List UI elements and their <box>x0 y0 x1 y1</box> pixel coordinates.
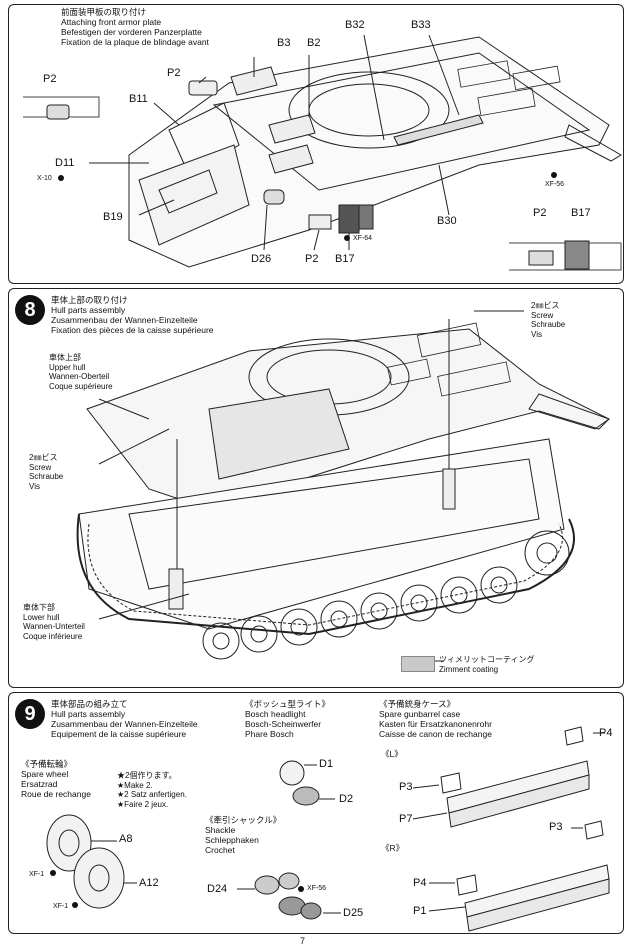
page-number: 7 <box>300 936 306 946</box>
zimmerit-swatch <box>401 656 435 672</box>
part-label-a12: A12 <box>139 877 159 889</box>
part-label-a8: A8 <box>119 833 133 845</box>
zimmerit-legend: ツィメリットコーティング Zimment coating <box>439 655 535 674</box>
lower-hull-callout: 車体下部 Lower hull Wannen-Unterteil Coque i… <box>23 603 85 641</box>
part-label-b17: B17 <box>335 253 355 265</box>
spare-wheel-heading: 《予備転輪》 Spare wheel Ersatzrad Roue de rec… <box>21 759 91 799</box>
part-label-b30: B30 <box>437 215 457 227</box>
left-side-label: 《L》 <box>381 749 403 759</box>
part-label-b3: B3 <box>277 37 291 49</box>
part-label-b2: B2 <box>307 37 321 49</box>
part-label-b17: B17 <box>571 207 591 219</box>
part-label-p2: P2 <box>167 67 181 79</box>
part-label-p2: P2 <box>533 207 547 219</box>
part-label-d11: D11 <box>55 157 75 169</box>
part-label-d24: D24 <box>207 883 228 895</box>
paint-label-x10: X-10 <box>37 175 52 182</box>
gunbarrel-case-heading: 《予備銃身ケース》 Spare gunbarrel case Kasten fü… <box>379 699 492 739</box>
part-label-b11: B11 <box>129 93 148 105</box>
part-label-b32: B32 <box>345 19 365 31</box>
step-8-title: 車体上部の取り付け Hull parts assembly Zusammenba… <box>51 295 214 335</box>
step-9-parts-drawing <box>46 726 610 932</box>
part-label-p2: P2 <box>305 253 319 265</box>
part-label-p3: P3 <box>549 821 563 833</box>
make-two-note: ★2個作ります。 ★Make 2. ★2 Satz anfertigen. ★F… <box>117 771 187 809</box>
part-label-d26: D26 <box>251 253 272 265</box>
step-9-panel: 9 車体部品の組み立て Hull parts assembly Zusammen… <box>8 692 624 934</box>
part-label-b33: B33 <box>411 19 431 31</box>
paint-label-xf56: XF-56 <box>307 885 327 892</box>
paint-label-xf1: XF-1 <box>53 903 69 910</box>
step-7-hull-drawing <box>23 34 622 271</box>
part-label-p1: P1 <box>413 905 427 917</box>
step-8-hull-drawing <box>76 310 611 662</box>
part-label-d1: D1 <box>319 758 334 770</box>
paint-label-xf56: XF-56 <box>545 181 565 188</box>
part-label-d2: D2 <box>339 793 354 805</box>
step-number: 8 <box>15 295 45 325</box>
part-label-p4: P4 <box>599 727 613 739</box>
part-label-p2: P2 <box>43 73 57 85</box>
part-label-p7: P7 <box>399 813 413 825</box>
shackle-heading: 《牽引シャックル》 Shackle Schlepphaken Crochet <box>205 815 282 855</box>
step-9-title: 車体部品の組み立て Hull parts assembly Zusammenba… <box>51 699 198 739</box>
step-7-title: 前面装甲板の取り付け Attaching front armor plate B… <box>61 7 209 47</box>
paint-label-xf64: XF-64 <box>353 235 373 242</box>
screw-callout-left: 2㎜ビス Screw Schraube Vis <box>29 453 64 491</box>
step-8-panel: 8 車体上部の取り付け Hull parts assembly Zusammen… <box>8 288 624 688</box>
paint-label-xf1: XF-1 <box>29 871 45 878</box>
bosch-headlight-heading: 《ボッシュ型ライト》 Bosch headlight Bosch-Scheinw… <box>245 699 331 739</box>
step-7-panel: 前面装甲板の取り付け Attaching front armor plate B… <box>8 4 624 284</box>
part-label-b19: B19 <box>103 211 123 223</box>
step-number: 9 <box>15 699 45 729</box>
part-label-p3: P3 <box>399 781 413 793</box>
right-side-label: 《R》 <box>381 843 405 853</box>
upper-hull-callout: 車体上部 Upper hull Wannen-Oberteil Coque su… <box>49 353 113 391</box>
part-label-d25: D25 <box>343 907 364 919</box>
part-label-p4: P4 <box>413 877 427 889</box>
screw-callout-top: 2㎜ビス Screw Schraube Vis <box>531 301 566 339</box>
